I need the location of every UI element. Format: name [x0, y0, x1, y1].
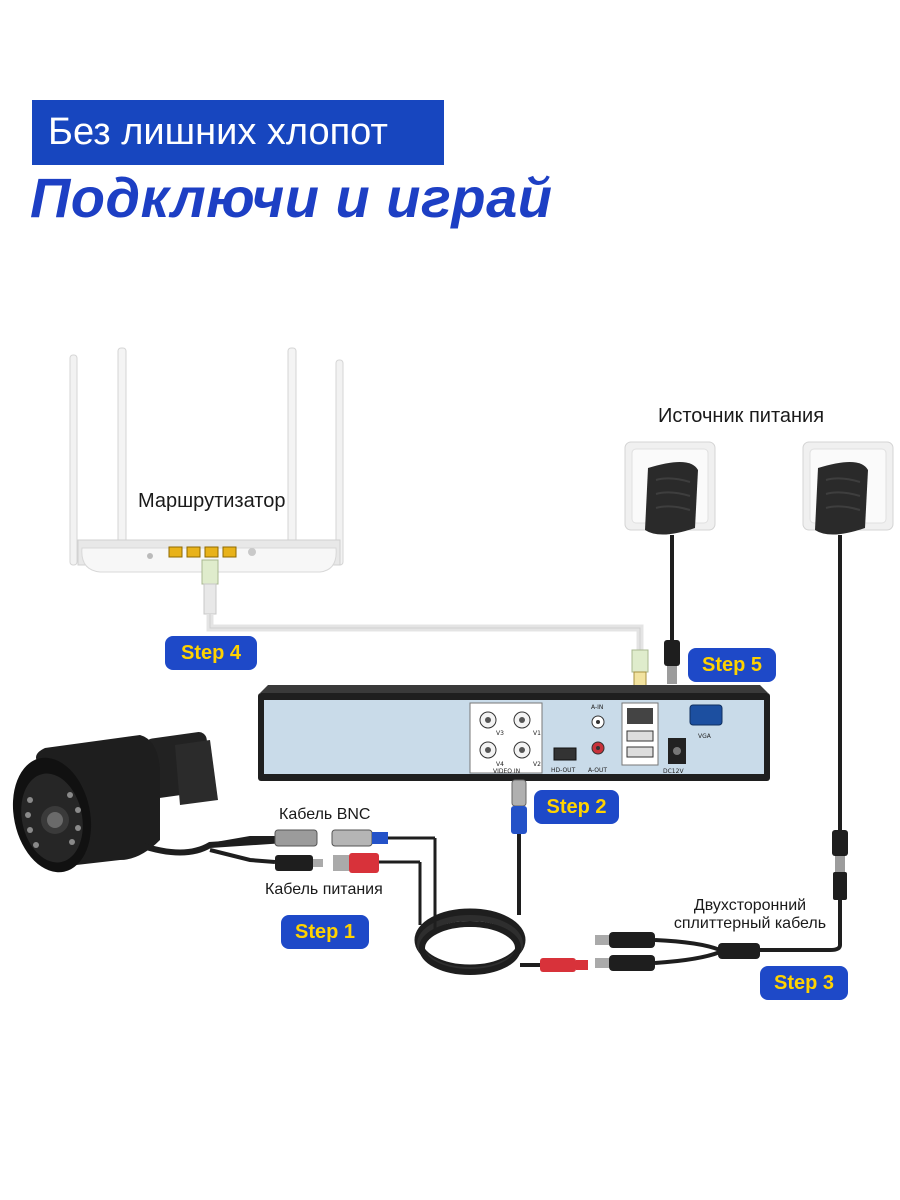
port-label-v1: V1 — [533, 730, 541, 737]
step-2-badge: Step 2 — [534, 790, 619, 824]
port-label-v4: V4 — [496, 761, 504, 768]
port-label-v3: V3 — [496, 730, 504, 737]
power-adapter-icon — [625, 442, 893, 535]
step-3-badge: Step 3 — [760, 966, 848, 1000]
step-4-badge: Step 4 — [165, 636, 257, 670]
dvr-recorder-icon: V3 V1 V4 V2 VIDEO IN HD-OUT A-IN A-OUT D… — [258, 685, 770, 781]
port-label-video-in: VIDEO IN — [493, 768, 520, 775]
router-icon — [70, 348, 343, 614]
step-1-badge: Step 1 — [281, 915, 369, 949]
port-label-a-out: A-OUT — [588, 767, 607, 774]
router-label: Маршрутизатор — [138, 490, 285, 513]
bnc-cable-label: Кабель BNC — [279, 806, 370, 824]
port-label-hd-out: HD-OUT — [551, 767, 576, 774]
port-label-v2: V2 — [533, 761, 541, 768]
power-cable-label: Кабель питания — [265, 881, 383, 899]
splitter-label-line1: Двухсторонний — [665, 897, 835, 915]
port-label-dc12v: DC12V — [663, 768, 684, 775]
port-label-a-in: A-IN — [591, 704, 603, 711]
port-label-vga: VGA — [698, 733, 712, 740]
ethernet-cable — [210, 614, 640, 650]
splitter-label-line2: сплиттерный кабель — [665, 915, 835, 933]
power-source-label: Источник питания — [658, 405, 824, 428]
step-5-badge: Step 5 — [688, 648, 776, 682]
splitter-cable-icon — [595, 932, 760, 971]
